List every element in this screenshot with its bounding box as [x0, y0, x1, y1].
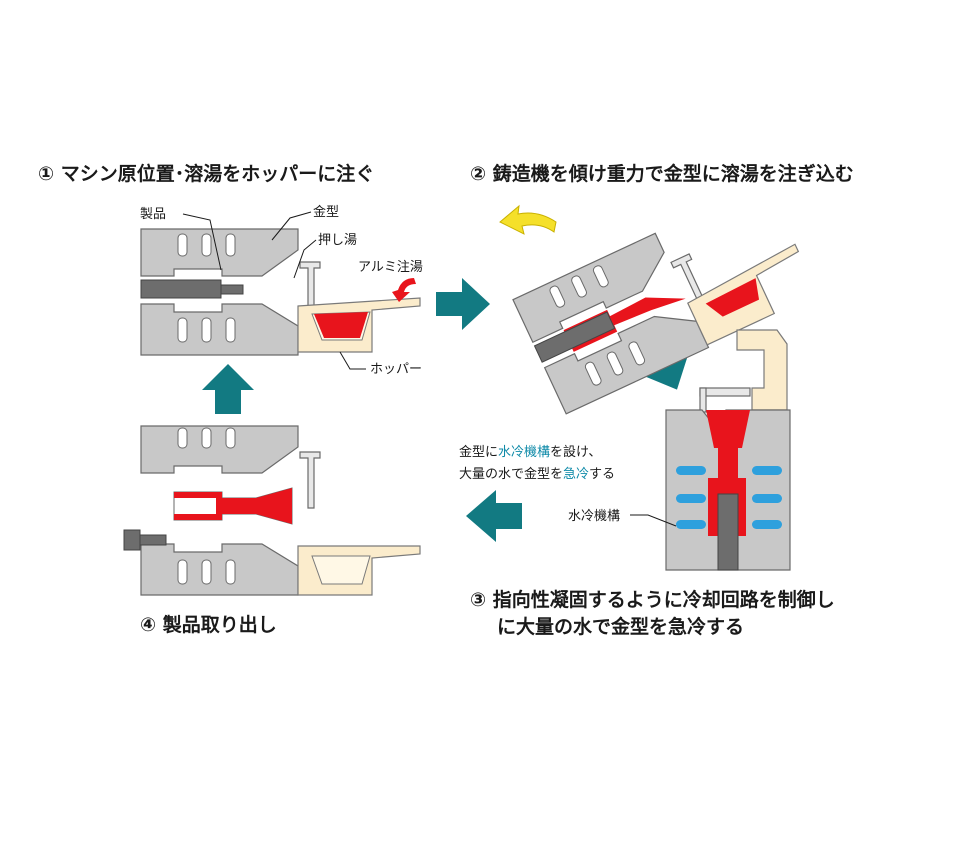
step2-ejector-pin — [533, 311, 616, 363]
step1-title: ① マシン原位置･溶湯をホッパーに注ぐ — [38, 162, 374, 185]
note-line2-b: する — [589, 467, 615, 482]
step3-riser-pipe — [699, 387, 751, 397]
step2-slot — [592, 265, 609, 288]
arrow-step4-to-step1-icon — [202, 364, 254, 414]
step2-mold-top — [512, 232, 665, 344]
label-hopper: ホッパー — [370, 362, 422, 377]
step1-slot — [177, 233, 188, 257]
step3-title-line2: に大量の水で金型を急冷する — [497, 615, 744, 638]
note-line1-a: 金型に — [459, 444, 498, 460]
cooling-channel — [752, 520, 782, 529]
leader-product — [182, 213, 222, 271]
step4-machine — [123, 425, 421, 596]
cooling-channel — [752, 466, 782, 475]
label-press-metal: 押し湯 — [318, 233, 357, 248]
step1-slot — [177, 317, 188, 343]
label-mold: 金型 — [313, 204, 339, 220]
note-line2-a: 大量の水で金型を — [459, 466, 563, 482]
step4-ejector-pin-head — [123, 529, 141, 551]
step1-slot — [201, 233, 212, 257]
arrow-step3-to-step4-icon — [466, 490, 522, 542]
note-line1-b: を設け、 — [550, 444, 601, 460]
step2-slot — [571, 275, 587, 298]
step1-molten-metal — [314, 312, 368, 338]
cooling-channel — [752, 494, 782, 503]
step1-slot — [201, 317, 212, 343]
label-cooling-mechanism: 水冷機構 — [568, 509, 620, 524]
note-line2: 大量の水で金型を急冷する — [459, 466, 615, 482]
step1-slot — [225, 233, 236, 257]
leader-cooling-mechanism — [630, 514, 677, 527]
step4-slot — [177, 559, 188, 585]
step1-mold-top — [140, 228, 299, 277]
step4-slot — [201, 559, 212, 585]
label-aluminum-pour: アルミ注湯 — [358, 260, 423, 275]
step4-ejector-pin — [139, 534, 167, 546]
step2-slot — [584, 361, 602, 386]
step4-mold-top — [140, 425, 299, 474]
step4-slot — [225, 427, 236, 449]
step4-slot — [201, 427, 212, 449]
step1-machine — [140, 228, 421, 356]
step1-ejector-pin — [140, 279, 222, 299]
step1-ejector-tip — [220, 284, 244, 295]
step4-title: ④ 製品取り出し — [140, 613, 277, 636]
leader-hopper — [339, 351, 366, 370]
step4-slot — [225, 559, 236, 585]
step2-molten-metal-hopper — [705, 278, 760, 317]
step4-hopper-basin — [311, 555, 371, 585]
cooling-channel — [676, 466, 706, 475]
note-line2-highlight: 急冷 — [563, 467, 589, 482]
step3-machine — [665, 329, 791, 571]
step2-slot — [549, 285, 566, 308]
step4-riser-pipe — [299, 451, 321, 509]
step3-title-line1: ③ 指向性凝固するように冷却回路を制御し — [470, 588, 835, 611]
step2-mold-bottom — [543, 315, 710, 415]
tilt-arrow-icon — [499, 204, 557, 235]
step4-mold-bottom — [140, 543, 299, 596]
leader-mold — [271, 211, 312, 241]
note-line1: 金型に水冷機構を設け、 — [459, 444, 601, 460]
step3-molten-metal-sprue — [706, 410, 750, 448]
step1-slot — [225, 317, 236, 343]
step3-ejector-pin — [717, 493, 739, 571]
arrow-step1-to-step2-icon — [436, 278, 490, 330]
cooling-channel — [676, 494, 706, 503]
step4-product — [174, 488, 292, 524]
step2-slot — [628, 341, 646, 366]
label-product: 製品 — [140, 207, 166, 222]
step1-pour-arrow-icon — [392, 278, 416, 302]
cooling-channel — [676, 520, 706, 529]
step1-mold-bottom — [140, 303, 299, 356]
step3-riser-pipe-down — [699, 387, 707, 413]
note-line1-highlight: 水冷機構 — [498, 445, 550, 460]
step2-machine — [499, 204, 800, 415]
step4-slot — [177, 427, 188, 449]
step2-title: ② 鋳造機を傾け重力で金型に溶湯を注ぎ込む — [470, 162, 854, 185]
leader-press-metal — [293, 239, 317, 279]
step3-hopper — [736, 329, 788, 411]
step2-slot — [606, 351, 624, 376]
step4-product-hollow — [180, 500, 214, 512]
